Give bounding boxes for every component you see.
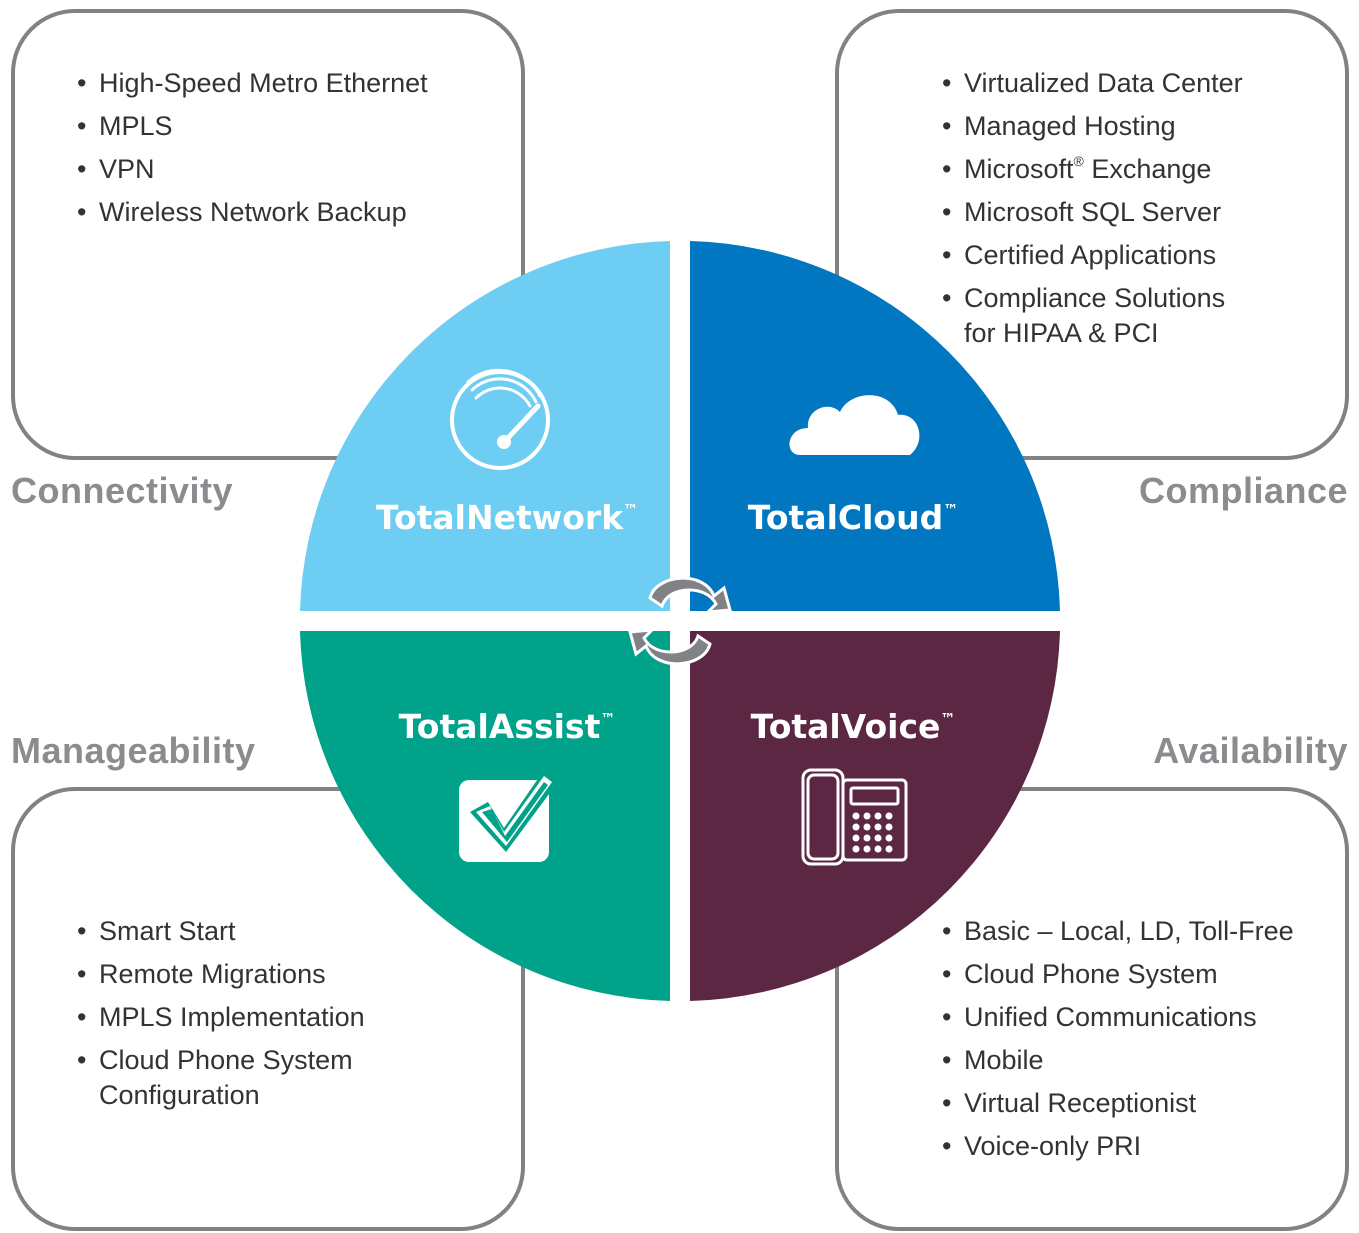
list-item-text: Microsoft [964,154,1074,184]
availability-list: Basic – Local, LD, Toll-Free Cloud Phone… [942,914,1342,1172]
list-item: Compliance Solutions for HIPAA & PCI [942,281,1342,351]
list-item-text: Cloud Phone System [99,1045,353,1075]
list-item: Mobile [942,1043,1342,1078]
compliance-list: Virtualized Data Center Managed Hosting … [942,66,1342,359]
list-item: Unified Communications [942,1000,1342,1035]
list-item: MPLS [77,109,507,144]
registered-mark: ® [1073,153,1084,169]
list-item: Microsoft® Exchange [942,152,1342,187]
list-item: Virtual Receptionist [942,1086,1342,1121]
desk-phone-icon [801,768,908,866]
list-item: Managed Hosting [942,109,1342,144]
list-item: Smart Start [77,914,507,949]
speedometer-icon [450,368,550,470]
list-item: MPLS Implementation [77,1000,507,1035]
quadrant-network [300,241,670,611]
list-item: High-Speed Metro Ethernet [77,66,507,101]
list-item: Remote Migrations [77,957,507,992]
manageability-list: Smart Start Remote Migrations MPLS Imple… [77,914,507,1121]
category-availability: Availability [1153,730,1348,771]
list-item: Microsoft SQL Server [942,195,1342,230]
label-totalvoice: TotalVoice™ [751,707,956,746]
cycle-arrows-icon [628,576,732,666]
list-item: Wireless Network Backup [77,195,507,230]
list-item: Certified Applications [942,238,1342,273]
label-totalassist: TotalAssist™ [399,707,616,746]
category-compliance: Compliance [1138,470,1348,511]
list-item: Voice-only PRI [942,1129,1342,1164]
list-item: Basic – Local, LD, Toll-Free [942,914,1342,949]
cloud-icon [789,395,920,455]
connectivity-list: High-Speed Metro Ethernet MPLS VPN Wirel… [77,66,507,238]
checkmark-icon [459,770,558,862]
list-item: Cloud Phone System [942,957,1342,992]
label-totalcloud: TotalCloud™ [748,498,958,537]
list-item: Virtualized Data Center [942,66,1342,101]
label-totalnetwork: TotalNetwork™ [376,498,638,537]
category-connectivity: Connectivity [11,470,234,511]
list-item-text: Exchange [1083,154,1212,184]
list-item-text: Configuration [99,1080,260,1110]
category-manageability: Manageability [11,730,256,771]
list-item-text: Compliance Solutions [964,283,1226,313]
list-item-text: for HIPAA & PCI [964,318,1159,348]
list-item: VPN [77,152,507,187]
